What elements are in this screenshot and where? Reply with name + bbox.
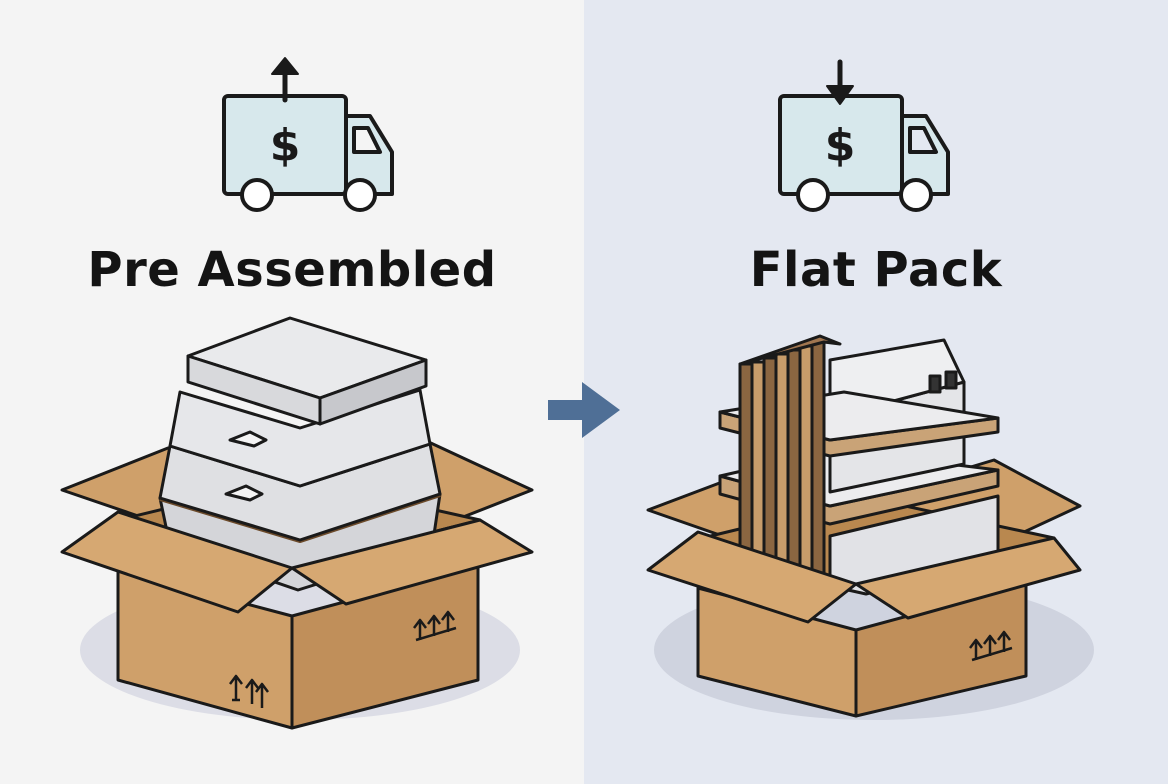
truck-cost-down-icon: $ (778, 59, 950, 212)
transition-arrow-icon (548, 382, 620, 438)
arrow-up-icon (271, 57, 299, 103)
flat-pack-illustration: $ (646, 59, 1094, 720)
this-side-up-icon-side (413, 610, 457, 642)
flat-pack-stack (718, 334, 1000, 598)
this-side-up-icon (229, 674, 269, 708)
flat-pack-panel: $ (584, 0, 1168, 784)
pre-assembled-title: Pre Assembled (87, 242, 497, 298)
truck-dollar-sign: $ (270, 120, 301, 171)
pre-assembled-illustration: $ (60, 57, 534, 730)
pre-assembled-panel: $ (0, 0, 584, 784)
truck-cost-up-icon: $ (222, 57, 394, 212)
this-side-up-icon-side (969, 630, 1013, 662)
cardboard-box-front (60, 510, 534, 730)
arrow-down-icon (826, 59, 854, 105)
flat-pack-title: Flat Pack (749, 242, 1003, 298)
truck-dollar-sign: $ (825, 120, 856, 171)
cardboard-box-front (646, 530, 1082, 718)
